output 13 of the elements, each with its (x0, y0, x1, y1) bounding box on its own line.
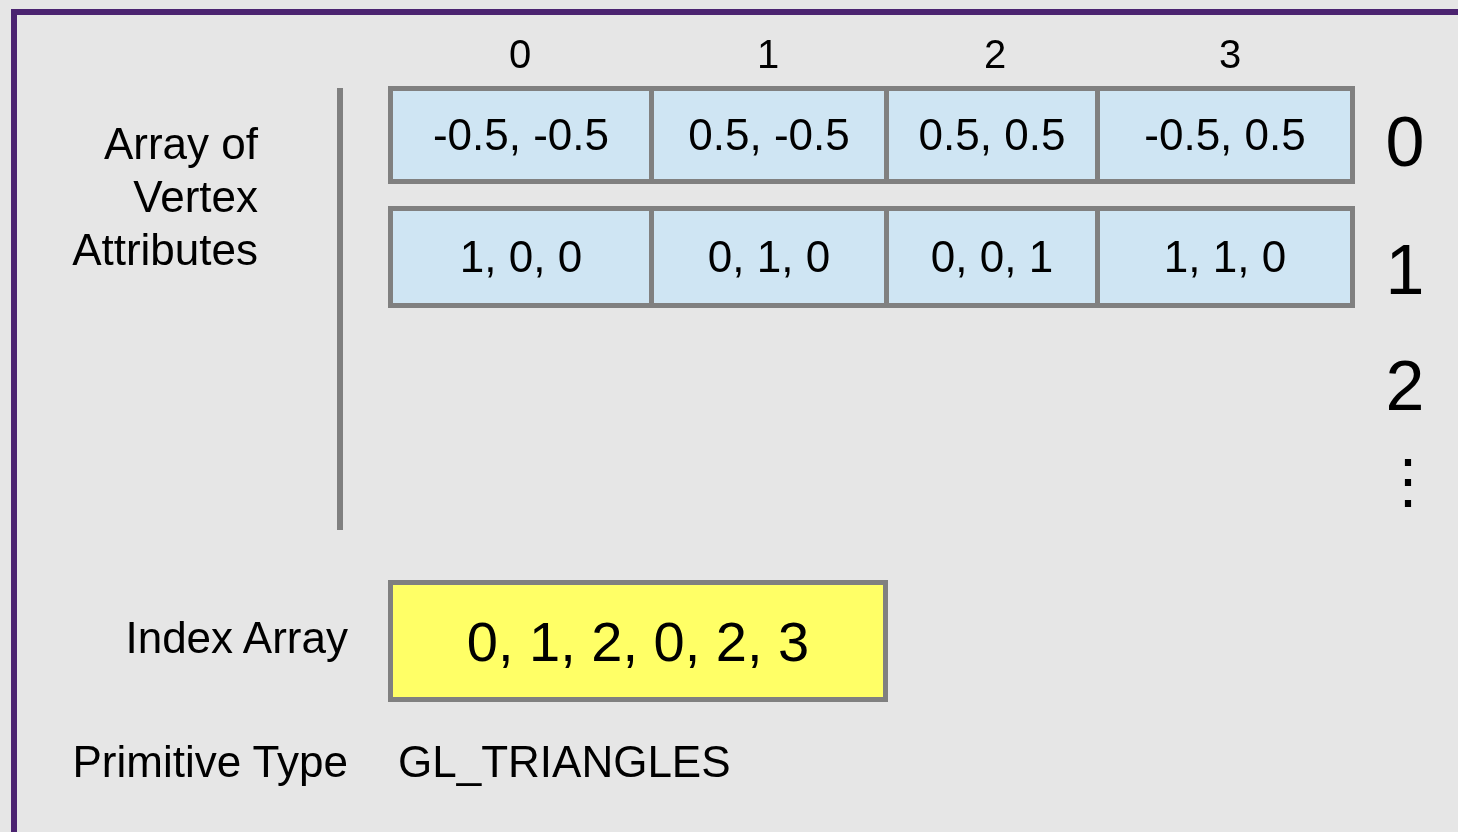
column-index: 1 (757, 31, 780, 78)
row-index: 1 (1385, 230, 1425, 311)
index-array-box: 0, 1, 2, 0, 2, 3 (388, 580, 888, 702)
row-index: 2 (1385, 346, 1425, 427)
column-index: 0 (509, 31, 532, 78)
section-label: Primitive Type (72, 736, 348, 788)
column-index: 2 (984, 31, 1007, 78)
section-label: Index Array (125, 612, 348, 664)
column-index: 3 (1219, 31, 1242, 78)
continuation-mark: ⋮ (1378, 447, 1438, 517)
primitive-type-value: GL_TRIANGLES (398, 736, 731, 788)
section-label: Array of Vertex Attributes (71, 118, 258, 276)
row-index: 0 (1385, 102, 1425, 183)
